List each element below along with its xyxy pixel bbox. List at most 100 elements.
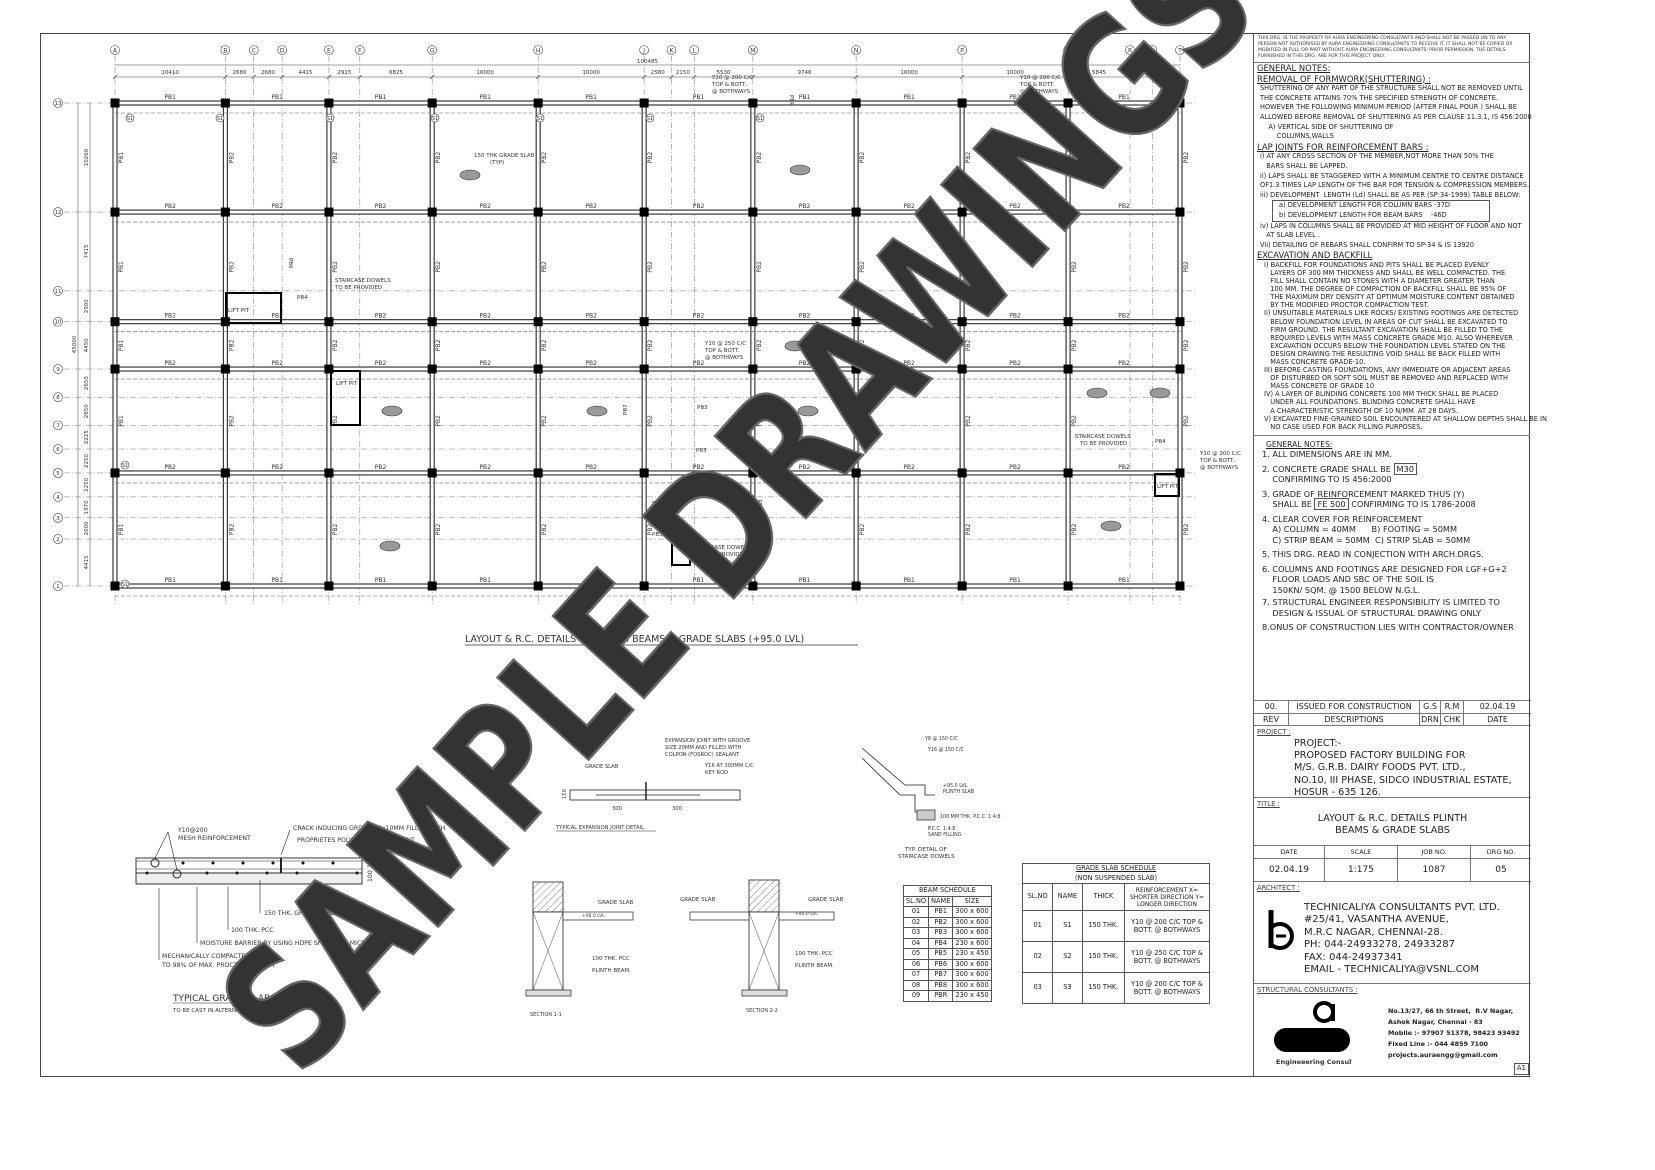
note-line: HOWEVER THE FOLLOWING MINIMUM PERIOD (AF… <box>1260 103 1517 112</box>
table-cell: 01 <box>1021 910 1054 942</box>
beam-label: PB1 <box>693 94 705 101</box>
table-cell: 03 <box>1021 972 1054 1004</box>
beam-label: PB2 <box>859 339 866 351</box>
beam-label: PB2 <box>1118 313 1130 320</box>
svg-text:LIFT PIT: LIFT PIT <box>336 381 358 387</box>
column <box>220 364 230 374</box>
grid-bubble <box>53 98 63 108</box>
column <box>324 468 334 478</box>
svg-text:COLPOR (FOSROC) SEALANT: COLPOR (FOSROC) SEALANT <box>665 752 740 758</box>
column <box>1175 98 1185 108</box>
svg-text:Y10 @ 250 C/C: Y10 @ 250 C/C <box>704 341 746 347</box>
slab-hatch <box>459 169 481 181</box>
grid-label: 9 <box>56 367 60 373</box>
beam-label: PB2 <box>1183 339 1190 351</box>
beam-label: PB2 <box>647 415 654 427</box>
slab-marker <box>120 460 130 470</box>
note-line: MASS CONCRETE OF GRADE 10 <box>1264 382 1375 391</box>
table-cell: PB6 <box>928 958 954 970</box>
dimension-label: 7415 <box>84 244 90 258</box>
slab-hatch <box>784 340 806 352</box>
table-cell: 08 <box>902 979 930 991</box>
grid-label: 13 <box>55 101 62 107</box>
dimension-label: 2000 <box>84 521 90 535</box>
slab-hatch <box>381 405 403 417</box>
grade-slab-schedule: GRADE SLAB SCHEDULE(NON SUSPENDED SLAB) … <box>1021 863 1210 1004</box>
table-cell: PB7 <box>928 969 954 981</box>
beam-label: PB2 <box>435 152 442 164</box>
column <box>427 581 437 591</box>
column <box>748 98 758 108</box>
grid-label: 12 <box>55 210 62 216</box>
svg-text:+95.0 LVL: +95.0 LVL <box>943 783 968 789</box>
note-line: A CHARACTERISTIC STRENGTH OF 10 N/MM AT … <box>1264 406 1458 415</box>
svg-text:PBR: PBR <box>788 95 794 106</box>
grid-bubble <box>53 492 63 502</box>
dimension-label: 10410 <box>161 70 179 76</box>
column <box>748 468 758 478</box>
table-cell: 03 <box>902 927 930 939</box>
column <box>851 364 861 374</box>
grid-label: C <box>252 48 256 55</box>
svg-text:TO BE PROVIDED: TO BE PROVIDED <box>1079 441 1127 447</box>
beam-label: PB2 <box>164 464 176 471</box>
slab-hatches <box>379 164 1171 552</box>
beam-label: PB2 <box>965 339 972 351</box>
slab-marker-label: S1 <box>757 116 763 122</box>
table-cell: 230 x 450 <box>952 948 992 960</box>
svg-text:GRADE SLAB: GRADE SLAB <box>680 897 716 903</box>
column <box>1175 364 1185 374</box>
dimension-label: 2580 <box>651 70 665 76</box>
table-cell: 300 x 600 <box>952 979 992 991</box>
beam-label: PB2 <box>756 261 763 273</box>
beam-label: PB1 <box>903 577 915 584</box>
grid-bubble <box>53 364 63 374</box>
beam <box>959 102 965 587</box>
note-line: THE CONCRETE ATTAINS 70% THE SPECIFIED S… <box>1260 93 1498 102</box>
beam-label: PB2 <box>756 339 763 351</box>
svg-text:MOISTURE BARRIER BY USING HDPE: MOISTURE BARRIER BY USING HDPE SHEET 150… <box>200 940 383 947</box>
grid-label: B <box>223 48 227 55</box>
grid-label: 4 <box>56 495 60 501</box>
beam-label: PB2 <box>541 415 548 427</box>
grid-bubble <box>277 45 287 55</box>
note-line: NO CASE USED FOR BACK FILLING PURPOSES. <box>1264 422 1423 431</box>
beam-label: PB2 <box>585 313 597 320</box>
note-line: LAYERS OF 300 MM THICKNESS AND SHALL BE … <box>1264 268 1506 277</box>
beam-label: PB1 <box>799 577 811 584</box>
beam <box>641 102 647 587</box>
svg-text:@ BOTHWAYS: @ BOTHWAYS <box>1020 89 1059 95</box>
column <box>639 317 649 327</box>
table-cell: 230 x 600 <box>952 937 992 949</box>
grid-bubble <box>1063 45 1073 55</box>
slab-hatch <box>1149 387 1171 399</box>
architect-logo-icon <box>1268 910 1294 950</box>
slab-marker-label: S1 <box>647 116 653 122</box>
beam-label: PB1 <box>375 577 387 584</box>
svg-text:PLINTH BEAM.: PLINTH BEAM. <box>592 968 631 974</box>
beam-label: PB2 <box>228 261 235 273</box>
beam-label: PB2 <box>799 360 811 367</box>
table-cell: PBR <box>928 990 954 1002</box>
beam-label: PB2 <box>332 261 339 273</box>
column <box>957 468 967 478</box>
dimension-label: 2650 <box>84 376 90 390</box>
beam <box>326 102 332 587</box>
beam-label: PB2 <box>1009 360 1021 367</box>
beam-label: PB2 <box>903 360 915 367</box>
svg-text:STAIRCASE DOWELS: STAIRCASE DOWELS <box>898 854 955 860</box>
beam-label: PB2 <box>479 464 491 471</box>
grid-label: J <box>642 48 645 55</box>
beam-label: PB2 <box>332 339 339 351</box>
svg-text:LAYOUT & R.C. DETAILS OF PLINT: LAYOUT & R.C. DETAILS OF PLINTH BEAMS & … <box>465 634 804 645</box>
table-cell: 01 <box>902 906 930 918</box>
note-line: FIRM GROUND. THE RESULTANT EXCAVATION SH… <box>1264 325 1504 334</box>
note-line: FILL SHALL CONTAIN NO STONES WITH A DIAM… <box>1264 277 1495 286</box>
note-line: DESIGN & ISSUAL OF STRUCTURAL DRAWING ON… <box>1262 607 1482 618</box>
grid-bubble <box>248 45 259 55</box>
